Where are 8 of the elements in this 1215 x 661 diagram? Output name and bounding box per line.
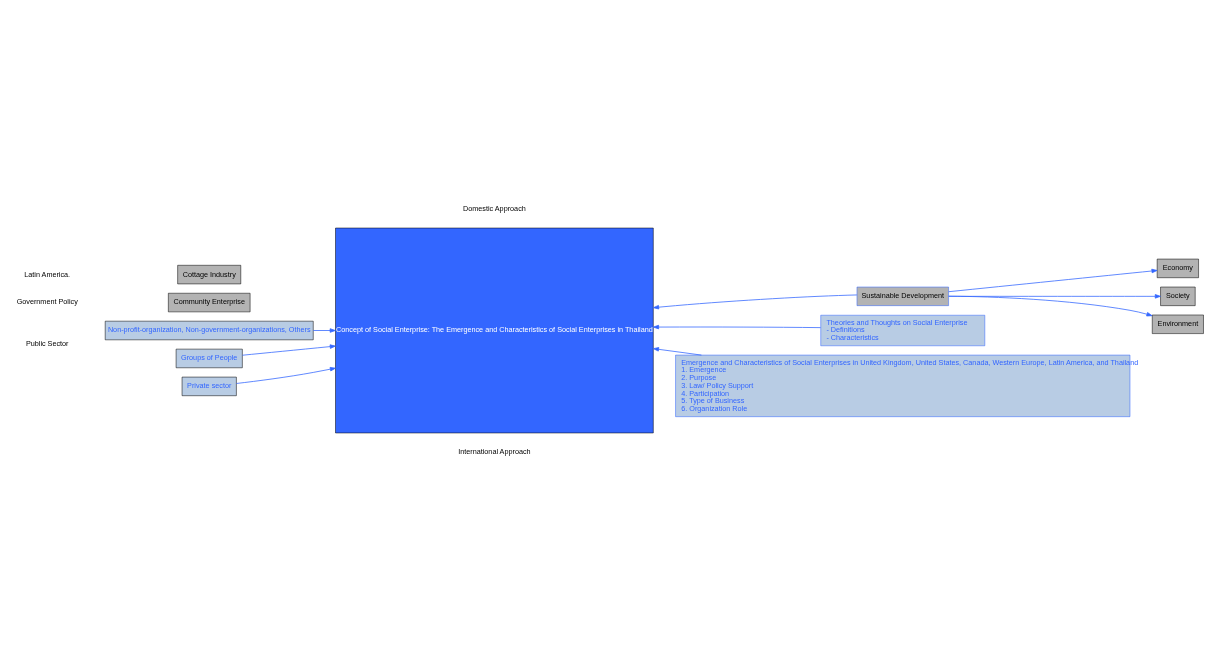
- arrow: [236, 367, 336, 384]
- arrow: [653, 324, 821, 330]
- arrow: [653, 347, 702, 356]
- arrow: [948, 268, 1158, 293]
- arrow: [653, 294, 858, 310]
- arrow: [312, 328, 336, 333]
- arrow: [948, 295, 1153, 317]
- arrow: [242, 344, 336, 356]
